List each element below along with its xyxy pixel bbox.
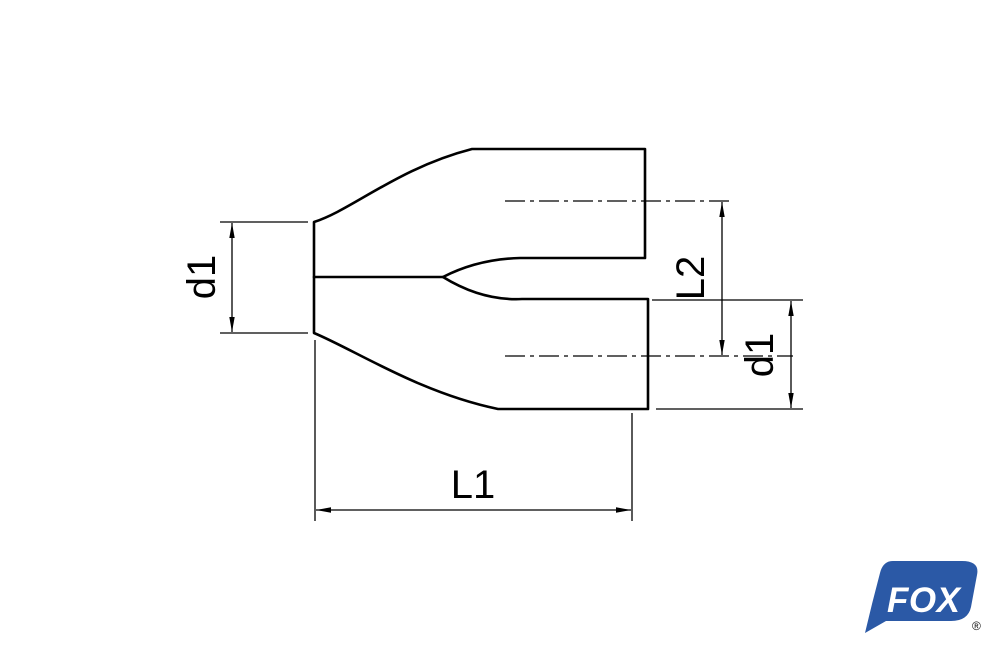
dimension-labels: d1 L2 d1 L1: [180, 255, 782, 507]
pipe-outline: [312, 147, 650, 411]
d1-inlet-label: d1: [180, 255, 224, 300]
l1-label: L1: [451, 463, 496, 507]
centerlines: [505, 200, 793, 357]
dim-l1: [314, 340, 633, 521]
d1-outlet-label: d1: [738, 333, 782, 378]
pipe-body-contour: [312, 147, 650, 411]
l2-label: L2: [669, 256, 713, 301]
dimensions: [220, 202, 803, 521]
dim-d1-inlet: [220, 221, 308, 334]
dim-d1-outlet: [652, 299, 803, 410]
fox-logo-shape: [865, 561, 978, 633]
fox-logo-text: FOX: [887, 581, 963, 620]
fox-logo: FOX ®: [865, 561, 981, 633]
registered-mark: ®: [972, 619, 981, 633]
